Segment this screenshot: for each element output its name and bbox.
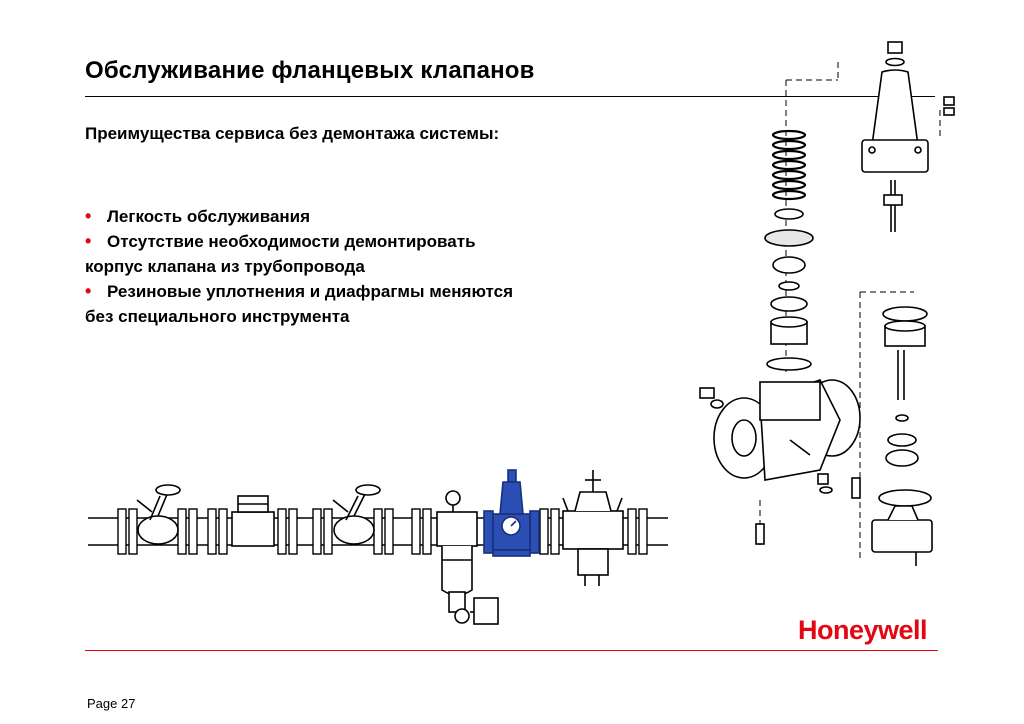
slide-subtitle: Преимущества сервиса без демонтажа систе… [85, 124, 500, 143]
footer-divider [85, 650, 938, 651]
bullet-icon: • [85, 231, 92, 251]
bullet-icon: • [85, 206, 92, 226]
bullet-continuation: без специального инструмента [85, 307, 350, 326]
bullet-item-2: • Отсутствие необходимости демонтировать [85, 229, 645, 254]
bullet-text: Легкость обслуживания [107, 207, 311, 226]
bullet-item-3: • Резиновые уплотнения и диафрагмы меняют… [85, 279, 645, 304]
bullet-text: Отсутствие необходимости демонтировать [107, 232, 476, 251]
page-number: Page 27 [87, 696, 136, 711]
bullet-icon: • [85, 281, 92, 301]
title-divider [85, 96, 935, 97]
pipeline-diagram-icon [88, 469, 668, 625]
bullet-text: Резиновые уплотнения и диафрагмы меняютс… [107, 282, 514, 301]
slide-title: Обслуживание фланцевых клапанов [85, 57, 535, 84]
honeywell-logo: Honeywell [798, 615, 928, 645]
exploded-valve-diagram-icon [699, 41, 955, 566]
bullet-list: • Легкость обслуживания • Отсутствие необх… [85, 204, 645, 329]
bullet-continuation: корпус клапана из трубопровода [85, 257, 365, 276]
bullet-item-1: • Легкость обслуживания [85, 204, 645, 229]
